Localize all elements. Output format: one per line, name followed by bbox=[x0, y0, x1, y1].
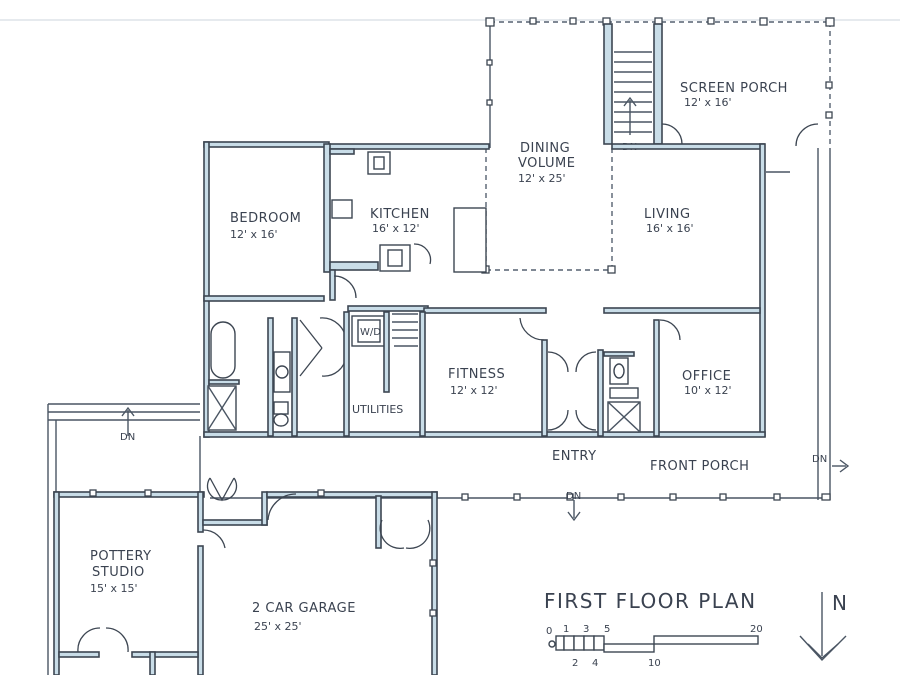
west-dn-label: DN bbox=[120, 432, 135, 443]
west-deck bbox=[47, 403, 200, 675]
front-porch-outline bbox=[199, 436, 831, 501]
east-deck bbox=[766, 148, 831, 500]
north-arrow-icon bbox=[799, 592, 847, 662]
living-label: LIVING bbox=[644, 207, 691, 222]
bath-one bbox=[207, 317, 298, 437]
screen-porch-size: 12' x 16' bbox=[684, 96, 732, 109]
front-steps-arrow-head bbox=[567, 511, 581, 522]
dining-size: 12' x 25' bbox=[518, 172, 566, 185]
screen-porch-label: SCREEN PORCH bbox=[680, 81, 788, 96]
scale-tick-5: 5 bbox=[604, 624, 610, 635]
bedroom-size: 12' x 16' bbox=[230, 228, 278, 241]
living-size: 16' x 16' bbox=[646, 222, 694, 235]
pottery-label: POTTERY bbox=[90, 549, 152, 564]
fitness-entry-walls bbox=[519, 317, 604, 437]
scale-tick-20: 20 bbox=[750, 624, 763, 635]
pottery-label-line2: STUDIO bbox=[92, 565, 145, 580]
front-dn-label: DN bbox=[566, 491, 581, 502]
scale-tick-2: 2 bbox=[572, 658, 578, 669]
scale-tick-10: 10 bbox=[648, 658, 661, 669]
kitchen-label: KITCHEN bbox=[370, 207, 430, 222]
office-size: 10' x 12' bbox=[684, 384, 732, 397]
washer-dryer-label: W/D bbox=[360, 327, 381, 338]
east-dn-label: DN bbox=[812, 454, 827, 465]
bedroom-kitchen-wall bbox=[323, 143, 331, 273]
studio-garage-walls bbox=[53, 489, 438, 675]
kitchen-size: 16' x 12' bbox=[372, 222, 420, 235]
pottery-size: 15' x 15' bbox=[90, 582, 138, 595]
entry-label: ENTRY bbox=[552, 449, 597, 464]
screen-porch-outline bbox=[485, 17, 835, 148]
scale-tick-0: 0 bbox=[546, 626, 552, 637]
screen-porch-door-swing bbox=[661, 123, 683, 145]
scale-tick-4: 4 bbox=[592, 658, 598, 669]
north-label: N bbox=[832, 591, 848, 615]
dining-label: DINING bbox=[520, 141, 570, 156]
garage-size: 25' x 25' bbox=[254, 620, 302, 633]
hall-door-swing bbox=[333, 275, 357, 299]
office-label: OFFICE bbox=[682, 369, 731, 384]
dining-post-se bbox=[607, 265, 616, 274]
fitness-size: 12' x 12' bbox=[450, 384, 498, 397]
front-porch-label: FRONT PORCH bbox=[650, 459, 749, 474]
garage-label: 2 CAR GARAGE bbox=[252, 601, 356, 616]
main-house-walls bbox=[203, 141, 766, 438]
kitchen-counters bbox=[329, 148, 487, 273]
bedroom-label: BEDROOM bbox=[230, 211, 301, 226]
scale-bar bbox=[548, 635, 759, 653]
kitchen-pantry-door-swing bbox=[413, 243, 432, 265]
stair bbox=[603, 23, 663, 145]
plan-title: FIRST FLOOR PLAN bbox=[544, 589, 757, 613]
hall-closet bbox=[299, 311, 350, 437]
hall-walls bbox=[203, 269, 761, 314]
scale-tick-3: 3 bbox=[583, 624, 589, 635]
screen-porch-exit-door-swing bbox=[795, 123, 819, 147]
laundry bbox=[351, 311, 426, 437]
scale-tick-1: 1 bbox=[563, 624, 569, 635]
east-steps-arrow-head bbox=[839, 459, 850, 473]
studio-garage-doors bbox=[77, 477, 431, 653]
fitness-label: FITNESS bbox=[448, 367, 505, 382]
utilities-label: UTILITIES bbox=[352, 403, 403, 416]
dining-label-line2: VOLUME bbox=[518, 156, 575, 171]
bath-two bbox=[603, 319, 681, 437]
